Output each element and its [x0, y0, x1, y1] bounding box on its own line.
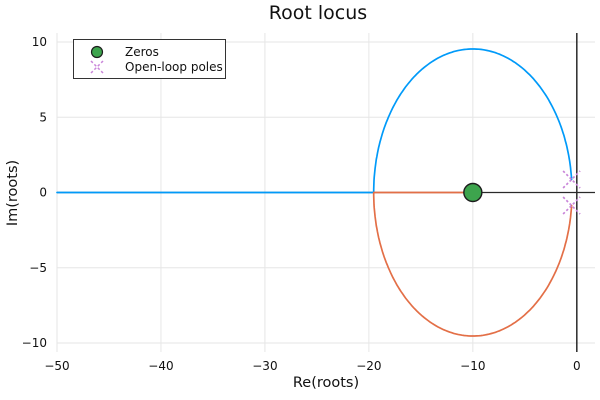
legend-item-poles: Open-loop poles	[82, 59, 225, 74]
y-tick-label: −5	[29, 261, 47, 275]
pole-marker	[562, 196, 581, 215]
x-axis-label: Re(roots)	[292, 375, 360, 391]
x-tick-label: 0	[573, 359, 581, 373]
x-tick-label: −30	[252, 359, 277, 373]
legend-item-zeros: Zeros	[82, 44, 225, 59]
x-tick-label: −10	[460, 359, 485, 373]
locus-branch-lower	[372, 191, 573, 337]
pole-marker-icon	[90, 59, 104, 74]
legend: Zeros Open-loop poles	[73, 39, 226, 79]
zero-marker-icon	[90, 45, 104, 58]
zero-marker	[463, 182, 483, 203]
y-tick-label: 5	[39, 110, 47, 124]
y-axis-label: Im(roots)	[5, 159, 21, 227]
pole-marker	[562, 170, 581, 189]
y-tick-label: −10	[22, 336, 47, 350]
chart-title: Root locus	[268, 2, 368, 24]
y-tick-label: 10	[32, 35, 47, 49]
pole-marker	[562, 196, 581, 215]
legend-label-zeros: Zeros	[125, 44, 159, 59]
x-tick-label: −20	[356, 359, 381, 373]
y-tick-label: 0	[39, 186, 47, 200]
legend-label-poles: Open-loop poles	[125, 59, 223, 74]
locus-branch-upper	[56, 48, 573, 194]
x-tick-label: −40	[148, 359, 173, 373]
pole-marker	[562, 170, 581, 189]
x-tick-label: −50	[44, 359, 69, 373]
